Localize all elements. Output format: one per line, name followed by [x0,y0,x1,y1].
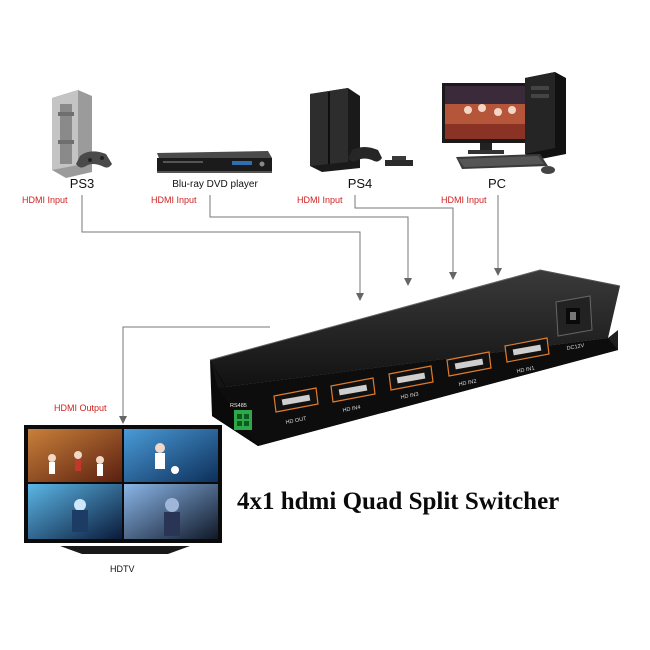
bluray-connection [209,195,412,286]
ps4-connection [354,195,457,280]
diagram-title: 4x1 hdmi Quad Split Switcher [237,488,560,515]
bluray-player-icon [157,151,272,173]
ps3-console-icon [52,90,112,178]
hdtv-port-label: HDMI Output [54,403,107,413]
port-label-hd-in1: HD IN1 [516,366,535,375]
pc-port-label: HDMI Input [441,195,487,205]
hdtv-label: HDTV [110,564,135,574]
source-label-ps4: PS4 [347,176,373,191]
ps4-console-icon [310,88,413,172]
port-hd-out [273,387,319,413]
ps3-port-label: HDMI Input [22,195,68,205]
pc-icon [442,72,566,174]
port-label-hd-in2: HD IN2 [458,379,477,388]
port-hd-in4 [330,377,376,403]
hdtv-connection [119,326,270,424]
port-label-hd-out: HD OUT [285,416,307,426]
port-label-hd-in4: HD IN4 [342,405,361,414]
port-label-hd-in3: HD IN3 [400,392,419,401]
bluray-port-label: HDMI Input [151,195,197,205]
rs485-label: RS485 [230,403,247,409]
rs485-terminal [234,410,252,430]
ps4-port-label: HDMI Input [297,195,343,205]
source-label-pc: PC [487,176,507,191]
switcher-ports [273,337,550,413]
port-hd-in3 [388,365,434,391]
hdtv-screen-quad-2 [124,429,218,482]
port-hd-in2 [446,351,492,377]
switcher-device [209,269,621,446]
ps3-connection [81,195,364,301]
source-label-ps3: PS3 [69,176,95,191]
source-label-bluray: Blu-ray DVD player [172,179,258,190]
port-hd-in1 [504,337,550,363]
hdtv-icon [24,425,222,554]
connection-lines [81,195,502,424]
dc12v-label: DC12V [566,343,585,352]
